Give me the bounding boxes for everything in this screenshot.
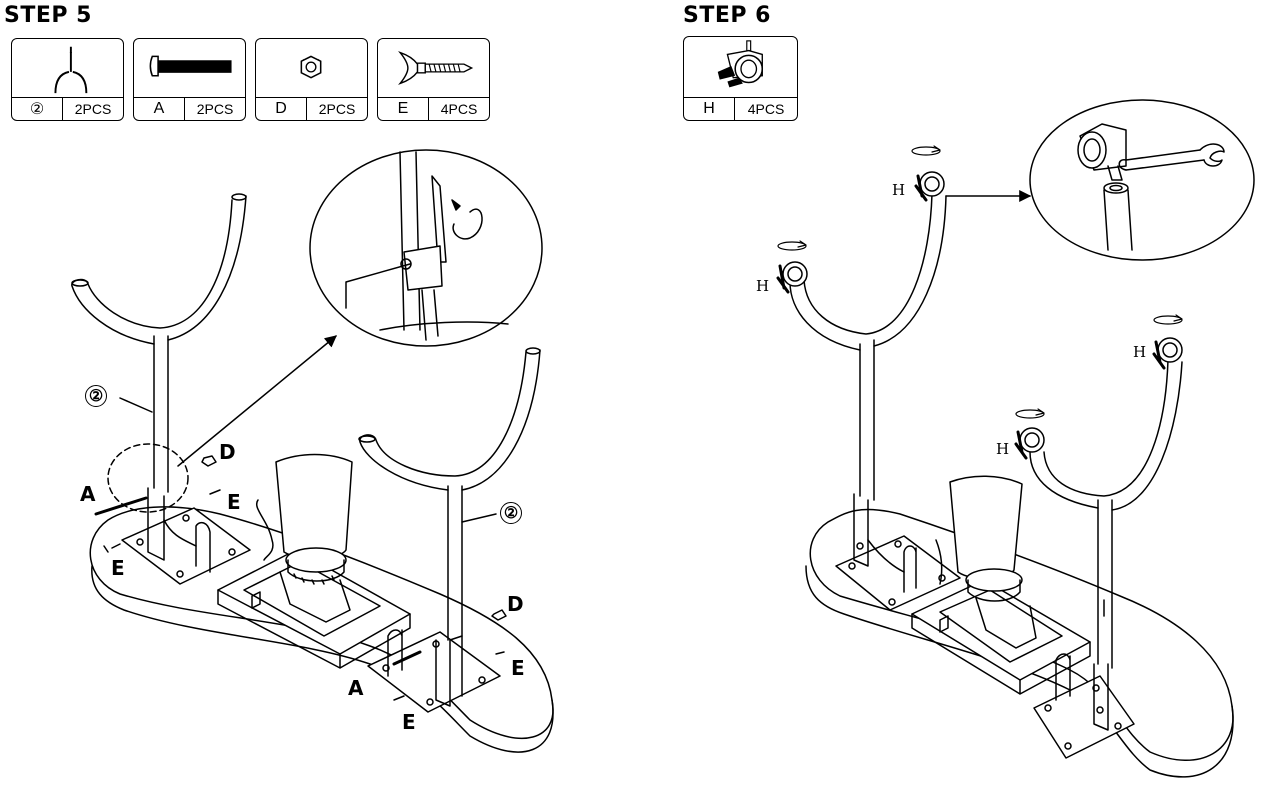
part-qty: 2PCS xyxy=(196,101,234,117)
callout-frame-right: ② xyxy=(500,502,522,524)
leader-frame-left xyxy=(119,397,153,413)
callout-bolt-left: A xyxy=(80,482,96,506)
part-code: E xyxy=(378,98,429,120)
part-code: A xyxy=(134,98,185,120)
part-qty: 2PCS xyxy=(318,101,356,117)
callout-caster-mid: H xyxy=(996,440,1010,458)
callout-bolt-right: A xyxy=(348,676,364,700)
caster-mid xyxy=(1014,427,1045,460)
caster-wheel-icon xyxy=(684,37,797,97)
part-code: D xyxy=(256,98,307,120)
step5-hardware xyxy=(94,455,507,701)
step5-motor-unit xyxy=(217,453,411,669)
part-qty: 4PCS xyxy=(747,101,785,117)
step6-motor-unit xyxy=(911,475,1091,695)
callout-wing-4: E xyxy=(402,710,416,734)
callout-wing-2: E xyxy=(111,556,125,580)
step6-parts-list: H 4PCS xyxy=(683,36,798,121)
rotation-arrows xyxy=(777,145,1183,419)
bracket-icon xyxy=(12,39,123,97)
leader-frame-right xyxy=(461,513,497,523)
step5-parts-list: ② 2PCS A 2PCS D 2PCS xyxy=(11,38,490,121)
step5-title: STEP 5 xyxy=(4,3,92,28)
callout-nut-right: D xyxy=(507,592,524,616)
step5-detail-circle xyxy=(309,149,543,347)
part-qty: 2PCS xyxy=(74,101,112,117)
callout-caster-left: H xyxy=(756,277,770,295)
callout-caster-top: H xyxy=(892,181,906,199)
caster-top xyxy=(914,171,945,202)
callout-caster-right: H xyxy=(1133,343,1147,361)
part-card-bolt: A 2PCS xyxy=(133,38,246,121)
caster-left xyxy=(776,261,808,294)
bolt-icon xyxy=(134,39,245,97)
part-card-caster: H 4PCS xyxy=(683,36,798,121)
part-card-bracket: ② 2PCS xyxy=(11,38,124,121)
step6-left-frame xyxy=(789,193,947,501)
part-code: H xyxy=(684,98,735,120)
part-code: ② xyxy=(12,98,63,120)
arrow-to-detail xyxy=(177,335,337,467)
step6-right-frame xyxy=(1029,359,1183,669)
step6-front-plate xyxy=(1033,653,1135,759)
callout-frame-left: ② xyxy=(85,385,107,407)
step6-back-plate xyxy=(835,493,961,611)
callout-wing-1: E xyxy=(227,490,241,514)
step5-left-frame xyxy=(71,193,247,493)
wing-screw-icon xyxy=(378,39,489,97)
callout-wing-3: E xyxy=(511,656,525,680)
part-qty: 4PCS xyxy=(440,101,478,117)
step6-title: STEP 6 xyxy=(683,3,771,28)
part-card-wing-screw: E 4PCS xyxy=(377,38,490,121)
callout-nut-left: D xyxy=(219,440,236,464)
hex-nut-icon xyxy=(256,39,367,97)
step6-detail-circle xyxy=(1029,99,1255,261)
step5-back-plate xyxy=(121,487,251,585)
step5-right-frame xyxy=(358,347,541,641)
part-card-nut: D 2PCS xyxy=(255,38,368,121)
caster-right xyxy=(1152,337,1183,370)
detail-marker xyxy=(107,443,189,513)
